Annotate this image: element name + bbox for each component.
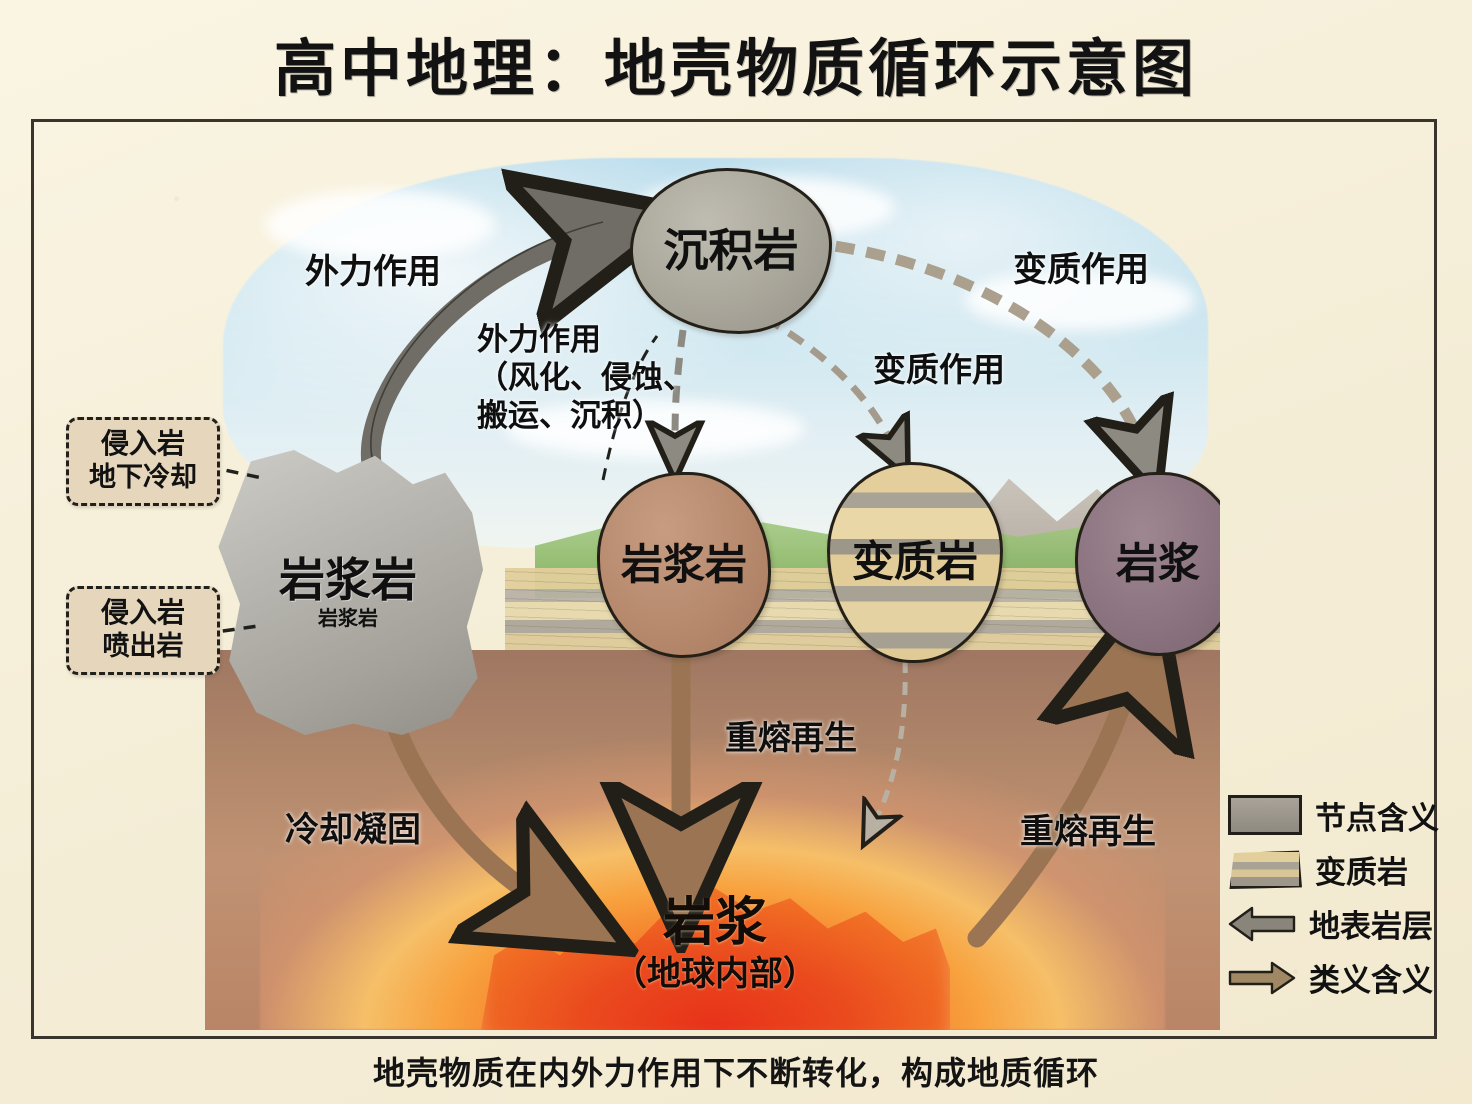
legend-item-surface-strata[interactable]: 地表岩层 — [1228, 896, 1433, 950]
label-metamorphism-top-right: 变质作用 — [1013, 250, 1149, 290]
node-igneous-rock[interactable]: 岩浆岩 — [597, 472, 771, 658]
node-swatch-icon — [1228, 795, 1302, 835]
callout-line1: 侵入岩 — [100, 427, 185, 460]
magma-chamber-sublabel: （地球内部） — [613, 954, 817, 995]
node-igneous-rock-outcrop[interactable]: 岩浆岩 岩浆岩 — [218, 450, 483, 735]
legend-item-transform[interactable]: 类义含义 — [1228, 950, 1433, 1004]
label-metamorphism-mid: 变质作用 — [873, 350, 1005, 389]
magma-chamber-label-group: 岩浆 （地球内部） — [505, 893, 925, 995]
arrow-right-icon — [1228, 960, 1296, 995]
node-magma[interactable]: 岩浆 — [1075, 472, 1220, 656]
callout-line2: 地下冷却 — [89, 461, 197, 493]
node-metamorphic-label: 变质岩 — [851, 537, 978, 587]
label-cooling-solidify: 冷却凝固 — [285, 810, 421, 850]
callout-line2: 喷出岩 — [102, 630, 184, 662]
magma-chamber-label: 岩浆 — [662, 893, 767, 953]
label-remelt-right: 重熔再生 — [1020, 812, 1156, 852]
node-magma-label: 岩浆 — [1115, 538, 1200, 588]
legend-label: 变质岩 — [1315, 854, 1408, 891]
page-title: 高中地理：地壳物质循环示意图 — [273, 32, 1198, 105]
node-igneous-big-label: 岩浆岩 — [279, 552, 417, 607]
figure-caption: 地壳物质在内外力作用下不断转化，构成地质循环 — [372, 1054, 1099, 1092]
label-external-force-left: 外力作用 — [305, 252, 441, 292]
label-remelt-center: 重熔再生 — [725, 718, 857, 757]
legend-label: 类义含义 — [1309, 962, 1433, 999]
legend-label: 地表岩层 — [1309, 908, 1433, 945]
node-igneous-2-label: 岩浆岩 — [620, 539, 747, 589]
illustration-scene: 沉积岩 岩浆岩 岩浆岩 岩浆岩 变质岩 岩浆 岩浆 （地球内部） 外力作用 外力… — [205, 150, 1220, 1030]
node-metamorphic-rock[interactable]: 变质岩 — [827, 462, 1003, 663]
label-external-force-detail: 外力作用 （风化、侵蚀、 搬运、沉积） — [477, 322, 694, 434]
callout-intrusive-cooling[interactable]: 侵入岩 地下冷却 — [66, 417, 220, 506]
callout-intrusive-extrusive[interactable]: 侵入岩 喷出岩 — [66, 586, 220, 675]
node-igneous-big-sublabel: 岩浆岩 — [318, 606, 378, 631]
strata-swatch-icon — [1229, 850, 1302, 889]
legend-item-metamorphic[interactable]: 变质岩 — [1228, 842, 1433, 896]
legend: 节点含义 变质岩 地表岩层 类义含义 — [1228, 788, 1439, 1004]
legend-item-node[interactable]: 节点含义 — [1228, 788, 1439, 842]
callout-line1: 侵入岩 — [100, 596, 185, 629]
cloud-icon — [265, 190, 495, 260]
arrow-left-icon — [1228, 906, 1296, 942]
node-sedimentary-rock[interactable]: 沉积岩 — [630, 168, 832, 334]
diagram-frame — [31, 119, 1437, 1039]
node-sedimentary-label: 沉积岩 — [663, 224, 799, 278]
legend-label: 节点含义 — [1315, 800, 1439, 837]
